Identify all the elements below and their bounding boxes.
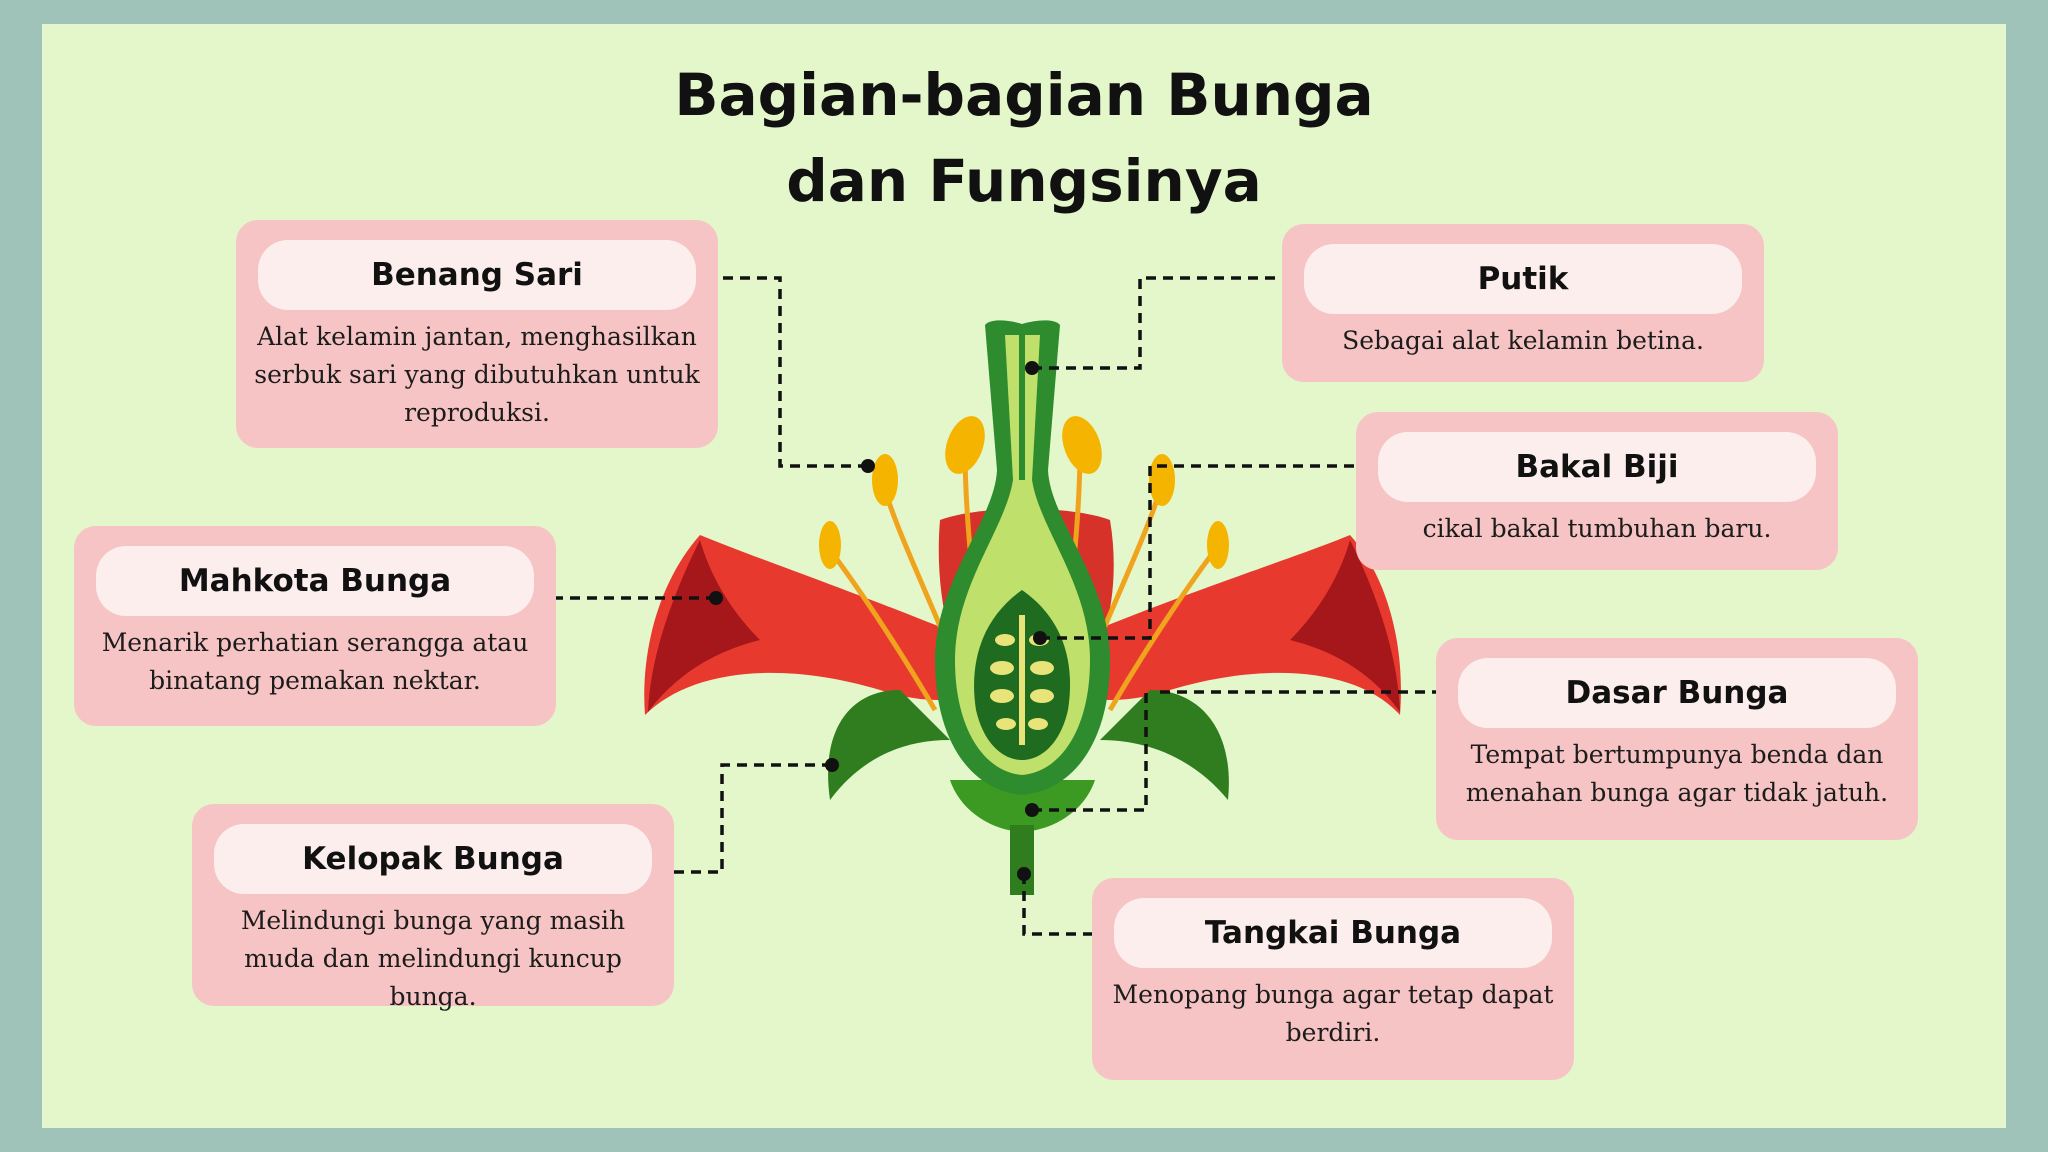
card-tangkai-bunga: Tangkai Bunga Menopang bunga agar tetap … (1092, 878, 1574, 1080)
card-title: Benang Sari (258, 240, 696, 310)
card-description: Menarik perhatian serangga atau binatang… (101, 628, 529, 695)
card-description: cikal bakal tumbuhan baru. (1422, 514, 1772, 543)
card-description: Melindungi bunga yang masih muda dan mel… (240, 906, 626, 1011)
card-kelopak-bunga: Kelopak Bunga Melindungi bunga yang masi… (192, 804, 674, 1011)
card-title: Bakal Biji (1378, 432, 1816, 502)
card-description: Sebagai alat kelamin betina. (1342, 326, 1704, 355)
card-title: Dasar Bunga (1458, 658, 1896, 728)
page-title: Bagian-bagian Bunga dan Fungsinya (0, 52, 2048, 224)
card-description: Alat kelamin jantan, menghasilkan serbuk… (254, 322, 700, 427)
card-benang-sari: Benang Sari Alat kelamin jantan, menghas… (236, 220, 718, 448)
card-mahkota-bunga: Mahkota Bunga Menarik perhatian serangga… (74, 526, 556, 726)
card-title: Kelopak Bunga (214, 824, 652, 894)
connector-benang-sari (680, 273, 868, 468)
connector-dots (709, 361, 1047, 881)
card-bakal-biji: Bakal Biji cikal bakal tumbuhan baru. (1356, 412, 1838, 570)
connector-bakal-biji (1040, 461, 1382, 640)
receptacle (950, 780, 1095, 832)
anthers (819, 416, 1229, 569)
card-title: Tangkai Bunga (1114, 898, 1552, 968)
card-description: Menopang bunga agar tetap dapat berdiri. (1112, 980, 1554, 1047)
sepals (828, 690, 1229, 800)
card-dasar-bunga: Dasar Bunga Tempat bertumpunya benda dan… (1436, 638, 1918, 840)
connector-putik (1032, 273, 1308, 370)
title-line-1: Bagian-bagian Bunga (674, 61, 1374, 129)
title-line-2: dan Fungsinya (786, 147, 1262, 215)
card-title: Mahkota Bunga (96, 546, 534, 616)
card-putik: Putik Sebagai alat kelamin betina. (1282, 224, 1764, 382)
card-title: Putik (1304, 244, 1742, 314)
stalk (1010, 825, 1034, 895)
connector-dasar-2 (1032, 692, 1148, 812)
card-description: Tempat bertumpunya benda dan menahan bun… (1465, 740, 1889, 807)
